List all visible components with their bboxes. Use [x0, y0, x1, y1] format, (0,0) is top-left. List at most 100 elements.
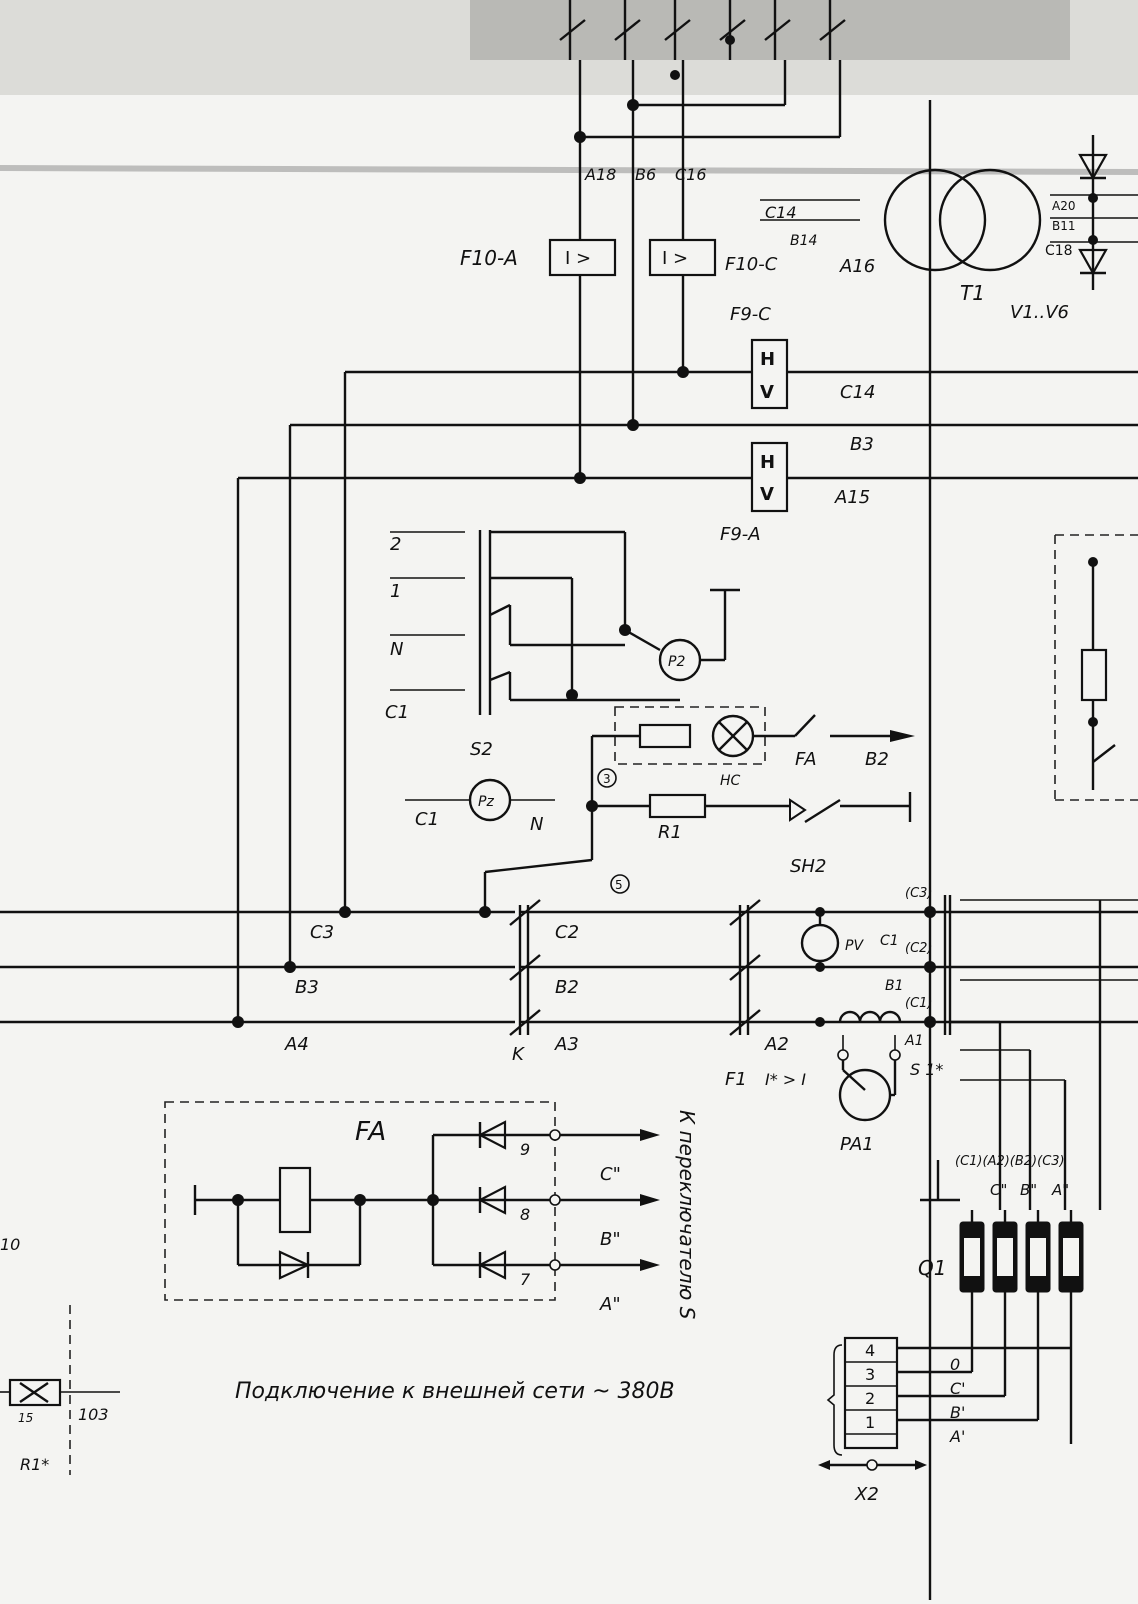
right-dashed-panel [1054, 534, 1138, 801]
svg-text:C1: C1 [385, 702, 409, 723]
svg-text:V: V [760, 484, 774, 505]
svg-text:(C1)(A2)(B2)(C3): (C1)(A2)(B2)(C3) [955, 1154, 1065, 1169]
caption-connect: Подключение к внешней сети ~ 380В [235, 1379, 675, 1404]
label-b6: B6 [635, 165, 656, 184]
svg-text:I* > I: I* > I [765, 1070, 806, 1089]
voltage-relay-a15: H V [750, 441, 789, 513]
svg-text:A': A' [949, 1427, 965, 1446]
svg-text:T1: T1 [960, 281, 985, 305]
label-c2-paren: (C2) [905, 941, 933, 956]
label-b1: B1 [885, 978, 904, 994]
svg-text:I >: I > [565, 248, 591, 269]
scan-dark-area [470, 0, 1070, 60]
meter-p2: P2 [624, 588, 740, 682]
switch-s2: 2 1 N C1 S2 [385, 530, 680, 760]
svg-text:SH2: SH2 [790, 856, 826, 877]
svg-text:7: 7 [520, 1270, 531, 1289]
voltmeter-pv: PV C1 [800, 907, 899, 972]
label-a18: A18 [584, 165, 616, 184]
node-5-label: 5 [615, 878, 623, 892]
svg-text:9: 9 [520, 1140, 530, 1159]
svg-text:10: 10 [0, 1235, 20, 1254]
button-sh2: SH2 [789, 792, 912, 877]
svg-text:2: 2 [865, 1389, 875, 1408]
svg-text:A": A" [1051, 1181, 1069, 1199]
ammeter-pa1: PA1 S 1* [838, 1060, 943, 1155]
svg-text:4: 4 [865, 1341, 875, 1360]
svg-text:C': C' [950, 1379, 966, 1398]
label-b14: B14 [790, 233, 817, 249]
node-3-label: 3 [603, 772, 611, 786]
terminal-block-x2: 4 3 2 1 0 C' B' A' X2 [818, 1336, 1071, 1505]
label-c3: C3 [310, 922, 334, 943]
signal-lamp-hc: HC [614, 706, 766, 789]
svg-text:103: 103 [78, 1405, 109, 1424]
label-b11: B11 [1052, 219, 1076, 233]
meter-pz: Pz C1 N [405, 778, 555, 835]
label-a15: A15 [834, 487, 870, 508]
svg-text:H: H [760, 349, 775, 370]
label-b3-bus: B3 [295, 977, 319, 998]
label-c2: C2 [555, 922, 579, 943]
svg-text:C1: C1 [880, 933, 899, 949]
label-f9c: F9-C [730, 304, 771, 325]
svg-text:2: 2 [390, 534, 401, 555]
fuse-block-q1: (C1)(A2)(B2)(C3) C" B" A" Q1 [918, 1154, 1084, 1444]
contactor-k [509, 899, 541, 1036]
svg-text:15: 15 [18, 1411, 33, 1425]
relay-f10a: I > F10-A [460, 238, 617, 277]
resistor-r1: R1 [648, 793, 707, 843]
svg-text:S 1*: S 1* [910, 1060, 943, 1079]
label-f10a: F10-A [460, 246, 518, 270]
label-b3: B3 [850, 434, 874, 455]
label-c3-paren: (C3) [905, 886, 933, 901]
label-c14: C14 [840, 382, 875, 403]
label-a1: A1 [904, 1033, 923, 1049]
voltage-relay-c14: H V [750, 338, 789, 410]
svg-text:PV: PV [845, 938, 864, 954]
label-c14-top: C14 [765, 203, 797, 222]
svg-text:P2: P2 [668, 654, 685, 670]
svg-text:PA1: PA1 [840, 1134, 874, 1155]
label-a2: A2 [764, 1034, 789, 1055]
left-fragment: 103 15 R1* 10 [0, 1235, 120, 1475]
svg-text:B': B' [950, 1403, 965, 1422]
svg-text:B": B" [600, 1229, 621, 1250]
svg-text:HC: HC [720, 773, 741, 789]
node-5-circle [610, 874, 630, 894]
svg-text:R1*: R1* [20, 1455, 49, 1474]
label-fa: FA [795, 749, 817, 770]
svg-text:3: 3 [865, 1365, 875, 1384]
fa-rectifier-box: FA 9 8 7 [164, 1101, 556, 1301]
breaker-f1: F1 I* > I [725, 899, 806, 1090]
svg-text:C1: C1 [415, 809, 439, 830]
label-b2: B2 [555, 977, 579, 998]
svg-text:V1..V6: V1..V6 [1010, 302, 1069, 323]
svg-text:X2: X2 [854, 1484, 879, 1505]
label-b2-top: B2 [865, 749, 889, 770]
svg-text:0: 0 [950, 1355, 960, 1374]
label-a20: A20 [1052, 199, 1075, 213]
svg-text:F1: F1 [725, 1069, 747, 1090]
svg-text:S2: S2 [470, 739, 493, 760]
fold-crease [0, 165, 1138, 175]
svg-text:Q1: Q1 [918, 1256, 946, 1280]
svg-text:H: H [760, 452, 775, 473]
current-transformer [815, 1010, 902, 1091]
label-c16: C16 [675, 165, 707, 184]
top-contact-group [559, 0, 846, 80]
label-c1-paren: (C1) [905, 996, 933, 1011]
svg-text:V: V [760, 382, 774, 403]
svg-text:B": B" [1020, 1181, 1037, 1199]
svg-text:R1: R1 [658, 822, 682, 843]
svg-text:N: N [390, 639, 403, 660]
label-f10c: F10-C [725, 254, 778, 275]
label-a3: A3 [554, 1034, 579, 1055]
transformer-t1: T1 [883, 168, 1042, 305]
label-c18: C18 [1045, 243, 1073, 259]
fa-input-arrows: C" B" A" [549, 1129, 660, 1315]
svg-text:FA: FA [355, 1117, 386, 1147]
svg-text:A": A" [599, 1294, 621, 1315]
label-a16: A16 [839, 256, 875, 277]
